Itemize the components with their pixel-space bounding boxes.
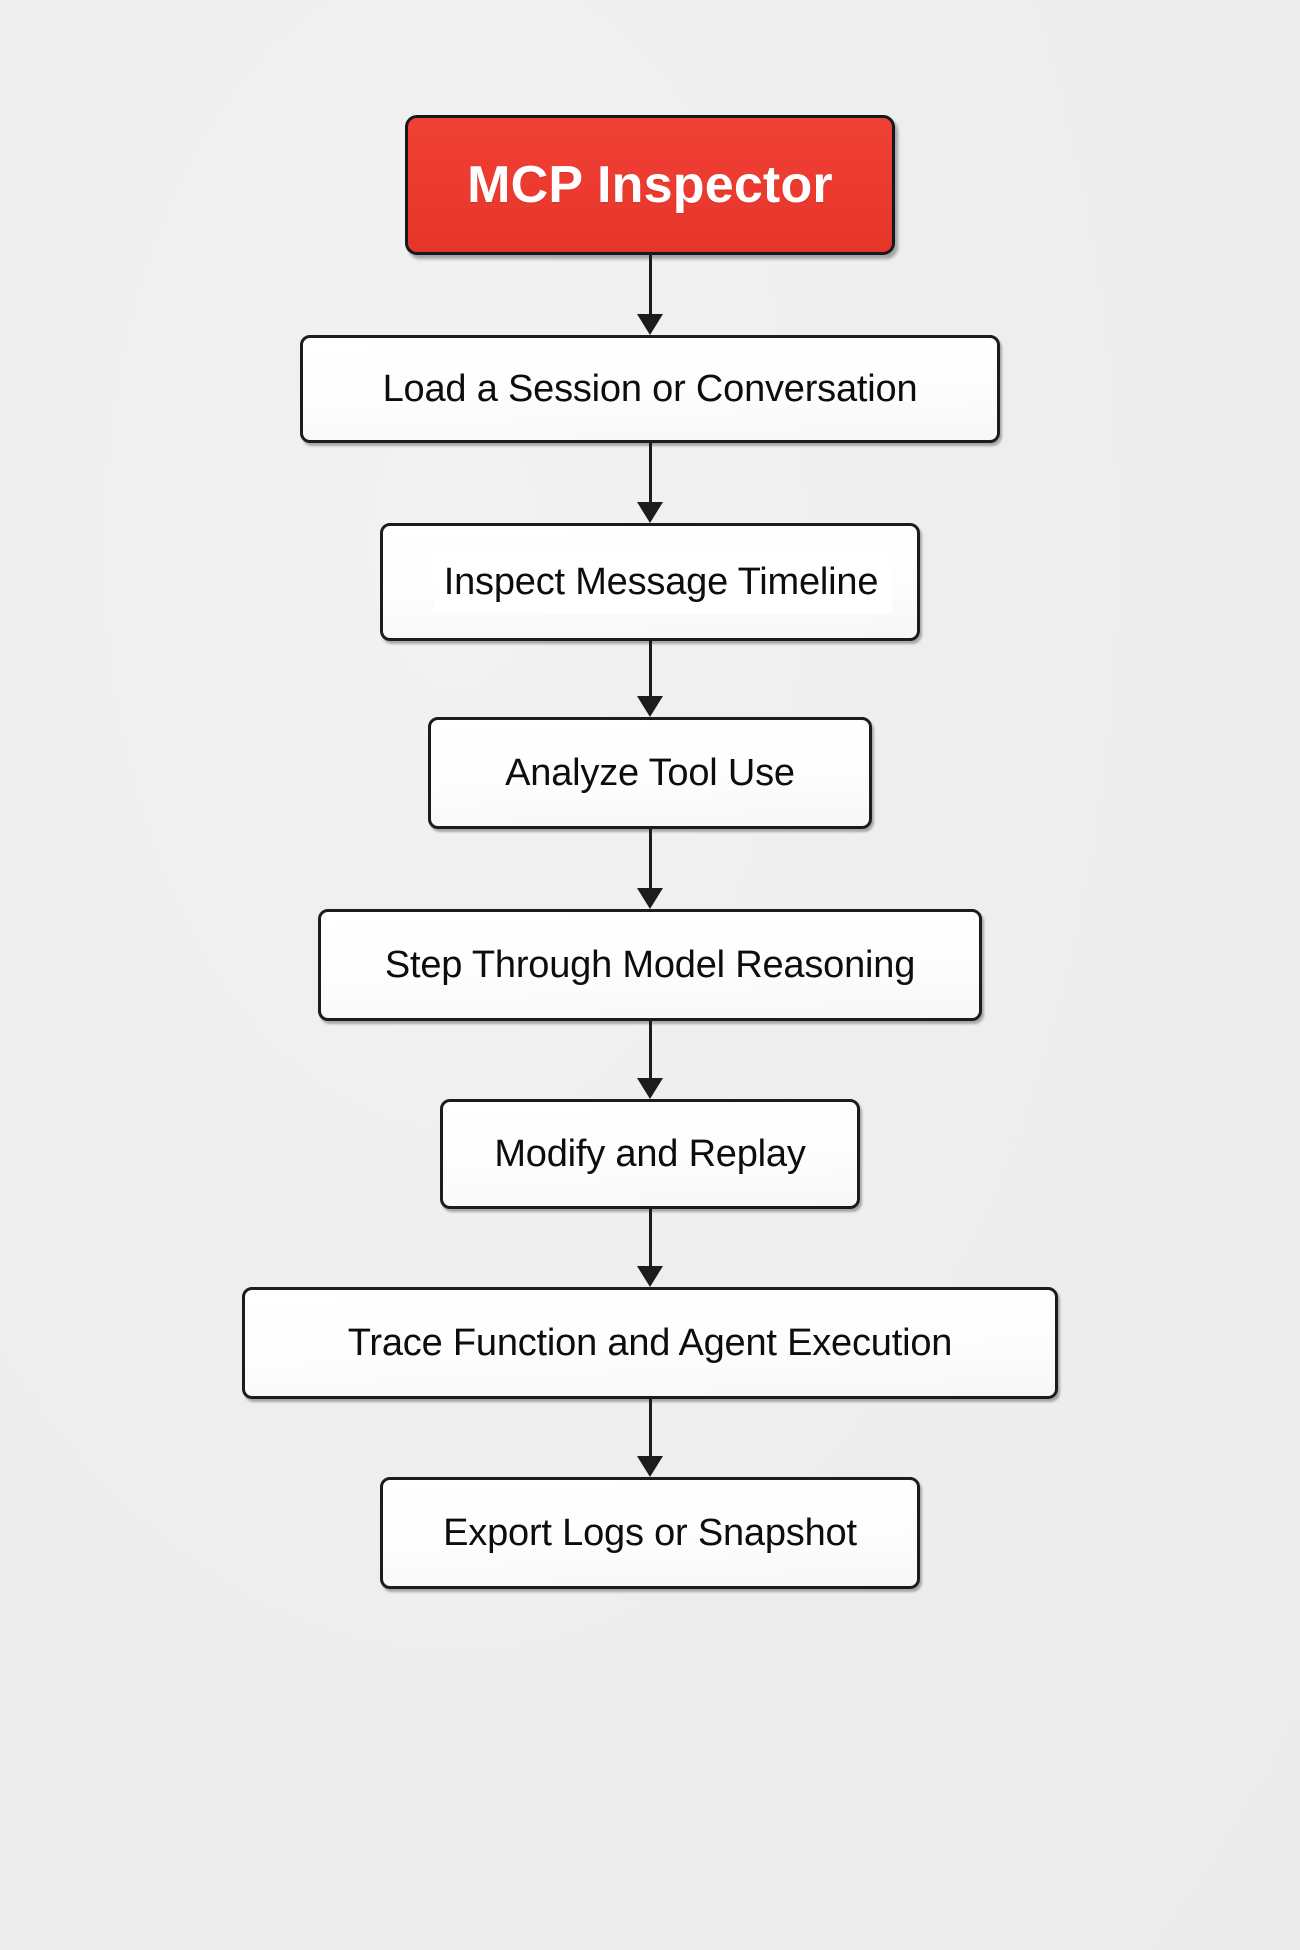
node-inspect-timeline[interactable]: Inspect Message Timeline: [380, 523, 920, 641]
node-modify-replay[interactable]: Modify and Replay: [440, 1099, 860, 1209]
node-export-logs[interactable]: Export Logs or Snapshot: [380, 1477, 920, 1589]
arrowhead-down-icon: [637, 502, 663, 523]
edge-edge-4: [630, 829, 670, 909]
edge-line-icon: [648, 641, 652, 697]
edge-edge-6: [630, 1209, 670, 1287]
edge-line-icon: [648, 255, 652, 315]
node-label-mcp-inspector: MCP Inspector: [467, 156, 833, 214]
arrowhead-down-icon: [637, 696, 663, 717]
edge-line-icon: [648, 1021, 652, 1079]
edge-edge-1: [630, 255, 670, 335]
edge-line-icon: [648, 829, 652, 889]
arrowhead-down-icon: [637, 1078, 663, 1099]
node-label-analyze-tool-use: Analyze Tool Use: [505, 752, 795, 794]
edge-line-icon: [648, 1399, 652, 1457]
arrowhead-down-icon: [637, 314, 663, 335]
node-label-inspect-timeline: Inspect Message Timeline: [433, 551, 893, 613]
edge-edge-5: [630, 1021, 670, 1099]
node-mcp-inspector[interactable]: MCP Inspector: [405, 115, 895, 255]
node-label-export-logs: Export Logs or Snapshot: [443, 1512, 857, 1554]
edge-edge-3: [630, 641, 670, 717]
node-label-trace-execution: Trace Function and Agent Execution: [347, 1322, 953, 1364]
edge-line-icon: [648, 443, 652, 503]
node-label-step-reasoning: Step Through Model Reasoning: [384, 944, 916, 986]
node-label-load-session: Load a Session or Conversation: [382, 368, 918, 410]
edge-edge-2: [630, 443, 670, 523]
node-label-modify-replay: Modify and Replay: [494, 1133, 806, 1175]
node-analyze-tool-use[interactable]: Analyze Tool Use: [428, 717, 872, 829]
node-step-reasoning[interactable]: Step Through Model Reasoning: [318, 909, 982, 1021]
edge-line-icon: [648, 1209, 652, 1267]
arrowhead-down-icon: [637, 1266, 663, 1287]
node-trace-execution[interactable]: Trace Function and Agent Execution: [242, 1287, 1058, 1399]
node-load-session[interactable]: Load a Session or Conversation: [300, 335, 1000, 443]
arrowhead-down-icon: [637, 1456, 663, 1477]
edge-edge-7: [630, 1399, 670, 1477]
arrowhead-down-icon: [637, 888, 663, 909]
